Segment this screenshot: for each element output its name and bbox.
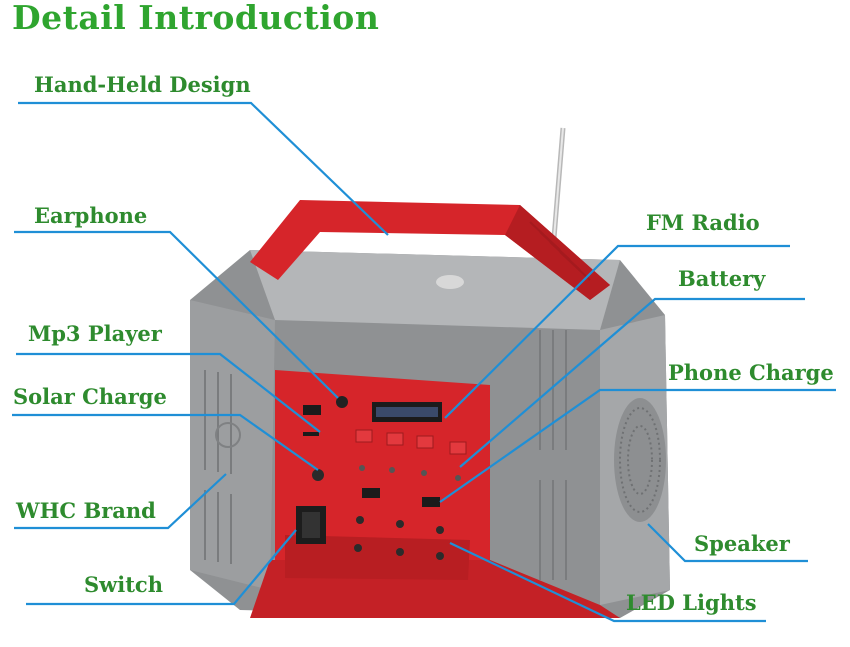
label-phone: Phone Charge [668,360,834,385]
speaker-grill [614,398,666,522]
page-title: Detail Introduction [12,0,380,37]
line-brand [14,473,227,530]
label-speaker: Speaker [694,531,790,556]
label-mp3: Mp3 Player [28,321,162,346]
line-solar [12,413,319,471]
line-phone [439,388,836,503]
solar-input [312,469,324,481]
line-led [449,542,766,623]
earphone-jack [336,396,348,408]
usb-output-2 [422,497,440,507]
label-brand: WHC Brand [16,498,156,523]
label-battery: Battery [678,266,766,291]
line-fm [444,244,790,419]
label-solar: Solar Charge [13,384,167,409]
line-mp3 [16,352,321,433]
usb-play-port [303,405,321,415]
usb-output-1 [362,488,380,498]
label-fm: FM Radio [646,210,760,235]
callout-lines [12,101,836,623]
label-earphone: Earphone [34,203,148,228]
line-earphone [14,230,339,399]
line-hand-held [18,101,389,236]
label-switch: Switch [84,572,163,597]
label-hand-held: Hand-Held Design [34,72,251,97]
line-battery [459,297,805,468]
label-led: LED Lights [626,590,757,615]
line-switch [26,529,297,606]
line-speaker [647,523,808,563]
